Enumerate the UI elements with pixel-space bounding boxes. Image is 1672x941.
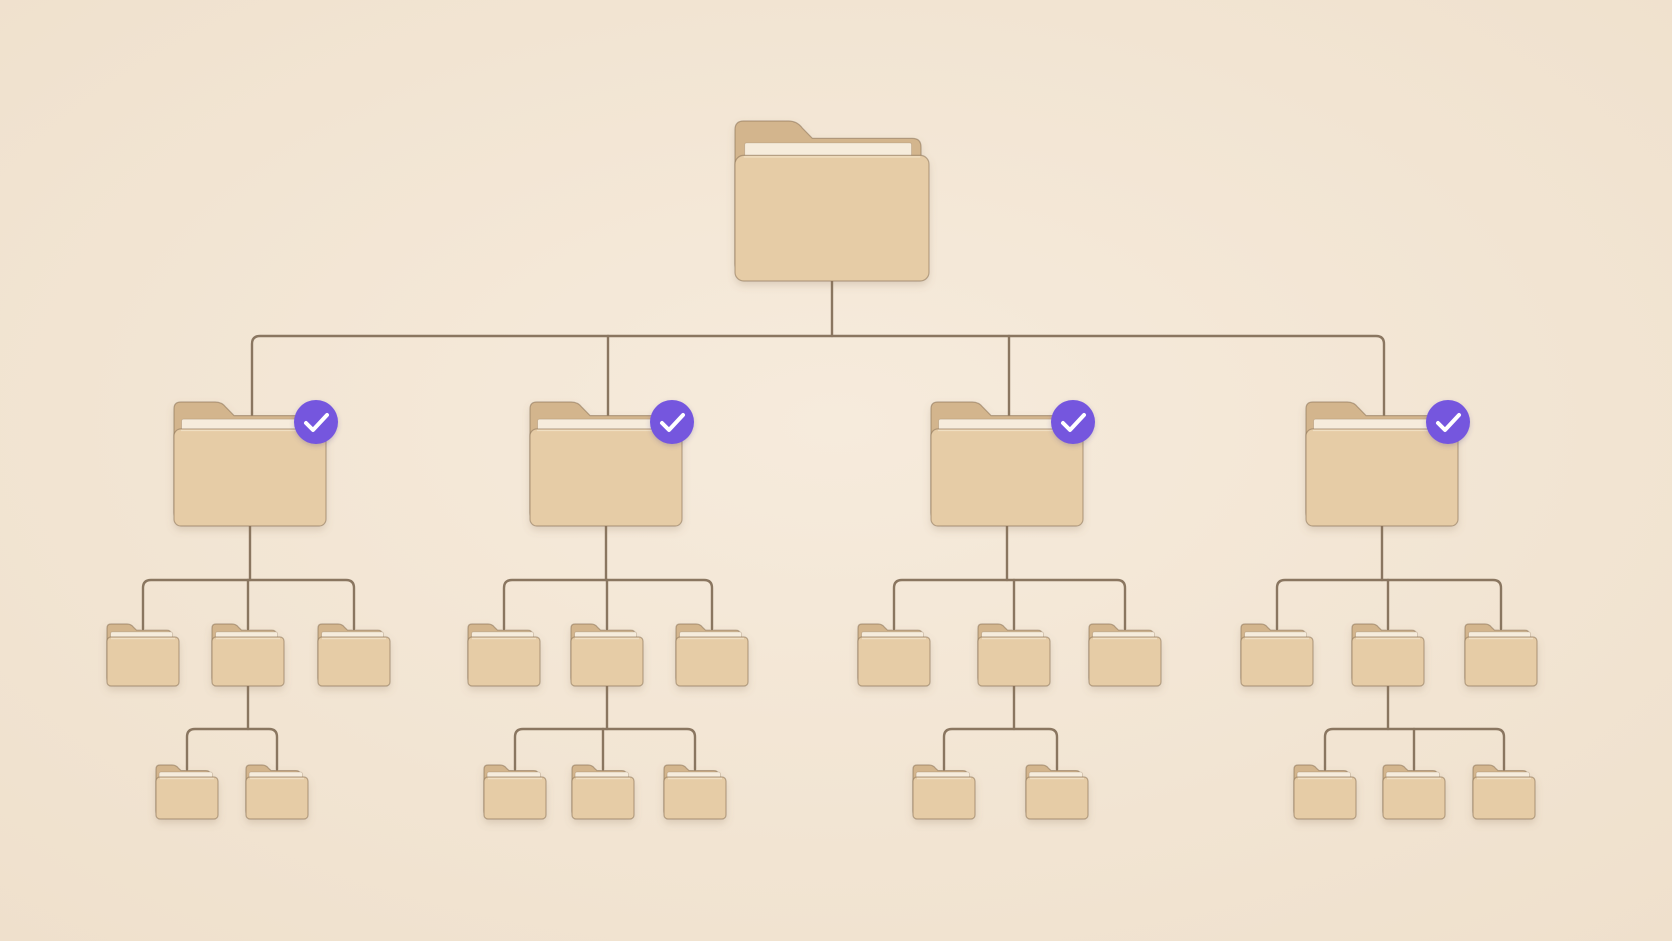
- folder-front: [245, 776, 309, 820]
- folder-icon[interactable]: [245, 764, 309, 820]
- folder-icon[interactable]: [675, 623, 749, 687]
- folder-icon[interactable]: [1464, 623, 1538, 687]
- folder-icon[interactable]: [912, 764, 976, 820]
- folder-front: [1472, 776, 1536, 820]
- folder-front: [857, 636, 931, 687]
- folder-icon[interactable]: [317, 623, 391, 687]
- connector-bus: [185, 727, 279, 771]
- folder-front: [912, 776, 976, 820]
- folder-icon[interactable]: [663, 764, 727, 820]
- check-badge-icon: [1426, 400, 1470, 444]
- check-mark: [1436, 413, 1461, 432]
- folder-front: [1305, 428, 1459, 527]
- folder-front: [1240, 636, 1314, 687]
- folder-front: [977, 636, 1051, 687]
- connector-bus: [250, 334, 1386, 417]
- folder-icon[interactable]: [1025, 764, 1089, 820]
- check-mark: [304, 413, 329, 432]
- folder-icon[interactable]: [1088, 623, 1162, 687]
- folder-nodes: [106, 120, 1538, 820]
- folder-icon[interactable]: [155, 764, 219, 820]
- folder-icon[interactable]: [1305, 401, 1459, 527]
- folder-icon[interactable]: [857, 623, 931, 687]
- check-badge-icon: [294, 400, 338, 444]
- check-badge-circle: [294, 400, 338, 444]
- folder-front: [1382, 776, 1446, 820]
- folder-front: [155, 776, 219, 820]
- check-badge-icon: [1051, 400, 1095, 444]
- folder-icon[interactable]: [734, 120, 930, 282]
- folder-front: [570, 636, 644, 687]
- folder-icon[interactable]: [106, 623, 180, 687]
- check-badge-circle: [1426, 400, 1470, 444]
- connector-bus: [513, 727, 697, 771]
- folder-icon[interactable]: [467, 623, 541, 687]
- folder-front: [529, 428, 683, 527]
- folder-front: [467, 636, 541, 687]
- folder-icon[interactable]: [211, 623, 285, 687]
- folder-icon[interactable]: [173, 401, 327, 527]
- folder-icon[interactable]: [483, 764, 547, 820]
- check-mark: [1061, 413, 1086, 432]
- connector-lines: [141, 279, 1506, 771]
- folder-icon[interactable]: [1293, 764, 1357, 820]
- check-mark: [660, 413, 685, 432]
- folder-front: [663, 776, 727, 820]
- folder-icon[interactable]: [570, 623, 644, 687]
- folder-front: [675, 636, 749, 687]
- folder-icon[interactable]: [1240, 623, 1314, 687]
- folder-icon[interactable]: [977, 623, 1051, 687]
- connector-bus: [942, 727, 1059, 771]
- folder-front: [317, 636, 391, 687]
- check-badge-circle: [1051, 400, 1095, 444]
- folder-icon[interactable]: [1472, 764, 1536, 820]
- connector-bus: [892, 578, 1127, 631]
- folder-front: [211, 636, 285, 687]
- check-badge-icon: [650, 400, 694, 444]
- folder-icon[interactable]: [571, 764, 635, 820]
- folder-icon[interactable]: [1351, 623, 1425, 687]
- folder-front: [734, 154, 930, 282]
- folder-front: [1025, 776, 1089, 820]
- folder-icon[interactable]: [1382, 764, 1446, 820]
- folder-front: [1088, 636, 1162, 687]
- folder-icon[interactable]: [930, 401, 1084, 527]
- folder-front: [1351, 636, 1425, 687]
- folder-icon[interactable]: [529, 401, 683, 527]
- check-badge-circle: [650, 400, 694, 444]
- folder-front: [1293, 776, 1357, 820]
- folder-front: [106, 636, 180, 687]
- folder-front: [930, 428, 1084, 527]
- folder-front: [173, 428, 327, 527]
- folder-front: [483, 776, 547, 820]
- folder-front: [571, 776, 635, 820]
- folder-front: [1464, 636, 1538, 687]
